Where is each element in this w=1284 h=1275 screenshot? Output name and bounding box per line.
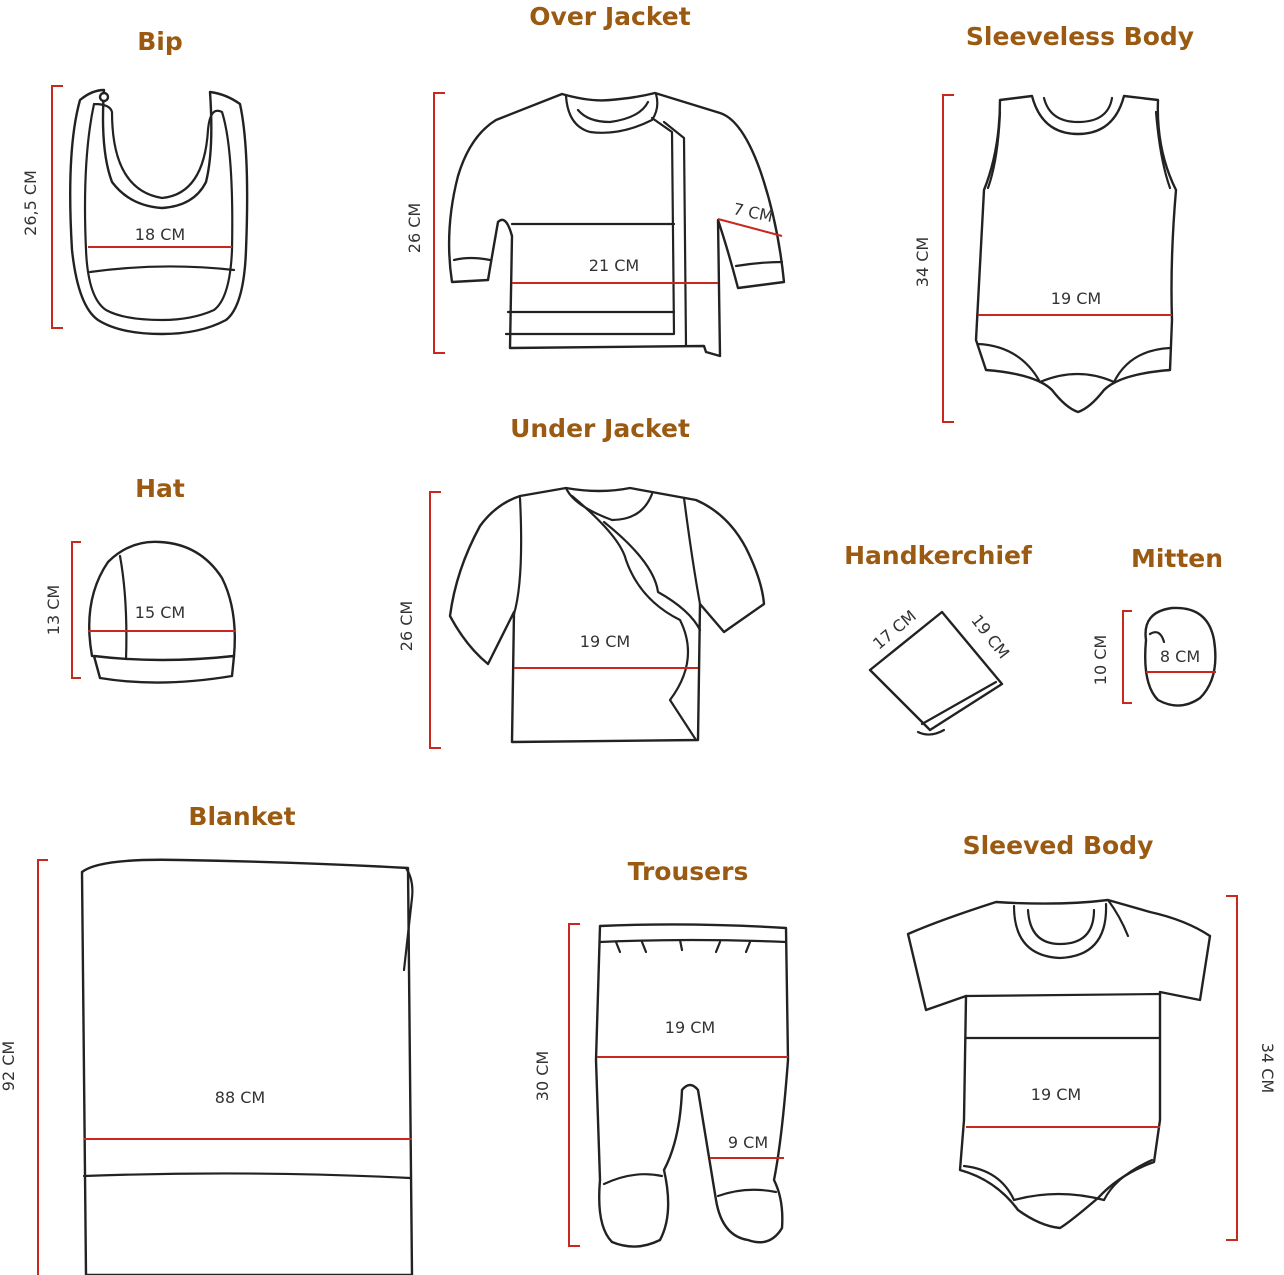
under-jacket-height-label: 26 CM xyxy=(397,601,416,651)
under-jacket-left-seam xyxy=(512,496,523,616)
handkerchief-fold-1 xyxy=(920,680,998,726)
hat-height-bracket xyxy=(71,541,81,679)
bip-height-bracket xyxy=(51,85,63,329)
hat-crown xyxy=(88,540,236,663)
under-jacket-height-bracket xyxy=(429,491,441,749)
sleeved-body-shoulder-snap xyxy=(1106,898,1130,938)
trousers-height-label: 30 CM xyxy=(533,1051,552,1101)
blanket-group: Blanket 92 CM 88 CM xyxy=(0,802,414,1275)
trousers-right-foot-seam xyxy=(716,1188,778,1198)
over-jacket-collar-trim xyxy=(576,100,650,124)
under-jacket-wrap-front xyxy=(570,494,698,742)
over-jacket-title: Over Jacket xyxy=(529,2,690,31)
handkerchief-outline xyxy=(868,610,1004,732)
bip-height-label: 26,5 CM xyxy=(21,170,40,236)
sleeveless-body-right-arm-trim xyxy=(1154,110,1172,190)
trousers-left-foot-seam xyxy=(602,1173,664,1186)
hat-brim xyxy=(92,654,236,684)
sleeveless-body-neck-trim xyxy=(1042,96,1114,124)
sleeved-body-title: Sleeved Body xyxy=(963,831,1154,860)
sleeveless-body-left-arm-trim xyxy=(986,110,1002,190)
trousers-waistband xyxy=(598,938,788,944)
blanket-lower-fold xyxy=(82,1172,412,1180)
sleeved-body-chest-seam xyxy=(964,992,1162,998)
mitten-thumb-line xyxy=(1148,631,1166,644)
hat-side-seam xyxy=(118,554,128,662)
sleeved-body-width-label: 19 CM xyxy=(1031,1085,1081,1104)
under-jacket-wrap-inner xyxy=(602,520,702,632)
sleeveless-body-width-label: 19 CM xyxy=(1051,289,1101,308)
over-jacket-height-bracket xyxy=(433,92,445,354)
sleeveless-body-crotch-trim xyxy=(1038,372,1116,384)
blanket-height-bracket xyxy=(37,859,48,1275)
bip-group: Bip 26,5 CM 18 CM xyxy=(21,27,249,336)
hat-title: Hat xyxy=(135,474,185,503)
sleeveless-body-right-leg-trim xyxy=(1112,346,1172,384)
hat-width-label: 15 CM xyxy=(135,603,185,622)
sleeveless-body-height-label: 34 CM xyxy=(913,237,932,287)
trousers-group: Trousers 30 CM 19 CM 9 CM xyxy=(533,857,790,1248)
bip-inner-trim xyxy=(83,102,234,322)
sleeveless-body-title: Sleeveless Body xyxy=(966,22,1194,51)
sleeveless-body-height-bracket xyxy=(942,94,954,423)
under-jacket-group: Under Jacket 26 CM 19 CM xyxy=(397,414,766,749)
sleeved-body-crotch-trim xyxy=(1012,1192,1106,1202)
sleeveless-body-left-leg-trim xyxy=(976,342,1042,384)
bip-title: Bip xyxy=(137,27,183,56)
sleeved-body-left-leg-trim xyxy=(962,1164,1016,1202)
under-jacket-outline xyxy=(448,486,766,744)
sleeved-body-height-bracket xyxy=(1226,895,1238,1241)
sleeved-body-neck-trim xyxy=(1012,902,1108,960)
over-jacket-width-label: 21 CM xyxy=(589,256,639,275)
over-jacket-front-flap xyxy=(504,116,676,336)
trousers-height-bracket xyxy=(568,923,580,1247)
blanket-top-fold xyxy=(402,866,414,972)
over-jacket-left-cuff xyxy=(452,256,492,262)
blanket-width-label: 88 CM xyxy=(215,1088,265,1107)
over-jacket-sleeve-line xyxy=(717,218,783,237)
blanket-height-label: 92 CM xyxy=(0,1041,18,1091)
under-jacket-width-label: 19 CM xyxy=(580,632,630,651)
hat-group: Hat 13 CM 15 CM xyxy=(44,474,236,684)
hat-height-label: 13 CM xyxy=(44,585,63,635)
bip-width-label: 18 CM xyxy=(135,225,185,244)
over-jacket-group: Over Jacket 26 CM 21 CM 7 CM xyxy=(405,2,786,358)
trousers-title: Trousers xyxy=(628,857,749,886)
blanket-outline xyxy=(80,858,414,1275)
mitten-title: Mitten xyxy=(1131,544,1223,573)
handkerchief-fold-2 xyxy=(916,728,946,736)
mitten-outline xyxy=(1144,606,1217,707)
sleeved-body-outline xyxy=(906,898,1212,1230)
over-jacket-height-label: 26 CM xyxy=(405,203,424,253)
over-jacket-right-cuff xyxy=(734,260,784,268)
bip-hem-line xyxy=(88,265,236,274)
mitten-height-label: 10 CM xyxy=(1091,635,1110,685)
sleeved-body-right-leg-trim xyxy=(1102,1158,1154,1202)
handkerchief-group: Handkerchief 17 CM 19 CM xyxy=(844,541,1033,736)
mitten-width-label: 8 CM xyxy=(1160,647,1200,666)
over-jacket-collar xyxy=(564,92,659,134)
handkerchief-title: Handkerchief xyxy=(844,541,1033,570)
trousers-width-label: 19 CM xyxy=(665,1018,715,1037)
mitten-group: Mitten 10 CM 8 CM xyxy=(1091,544,1223,707)
blanket-title: Blanket xyxy=(188,802,295,831)
trousers-outline xyxy=(594,923,790,1248)
bip-snap-button xyxy=(98,91,110,103)
sleeveless-body-group: Sleeveless Body 34 CM 19 CM xyxy=(913,22,1194,423)
mitten-height-bracket xyxy=(1122,610,1132,704)
sleeved-body-height-label: 34 CM xyxy=(1258,1043,1277,1093)
under-jacket-title: Under Jacket xyxy=(510,414,690,443)
sleeveless-body-outline xyxy=(974,94,1178,414)
over-jacket-placket xyxy=(662,120,688,348)
trousers-waistband-gathers xyxy=(614,938,752,954)
bip-outline xyxy=(69,88,249,336)
sleeved-body-neck-inner xyxy=(1026,908,1096,946)
under-jacket-right-seam xyxy=(682,496,702,606)
trousers-ankle-label: 9 CM xyxy=(728,1133,768,1152)
sleeved-body-group: Sleeved Body 34 CM 19 CM xyxy=(906,831,1277,1241)
